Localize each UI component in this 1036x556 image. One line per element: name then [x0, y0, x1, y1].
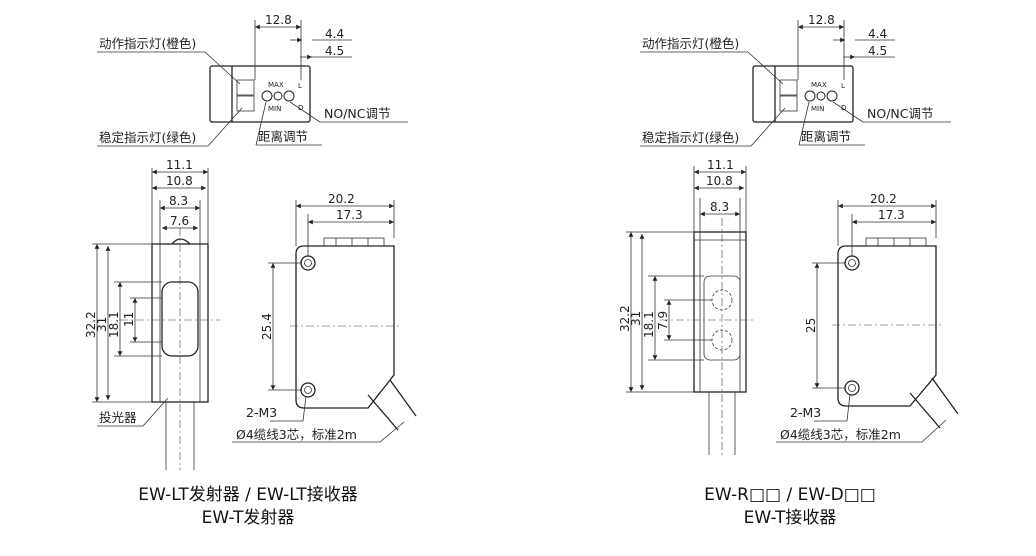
right-side-view: 20.2 17.3 25 2-M3 Ø4缆线3芯，标准2m — [776, 192, 959, 443]
left-dim-4-4: 4.4 — [325, 27, 344, 41]
right-dim-7-9: 7.9 — [656, 311, 670, 330]
left-stable-led-label: 稳定指示灯(绿色) — [99, 130, 196, 145]
left-dim-8-3: 8.3 — [169, 194, 188, 208]
left-l-label: L — [298, 82, 302, 90]
left-max-label: MAX — [268, 81, 284, 89]
left-dim-4-5: 4.5 — [325, 44, 344, 58]
left-top-view: MAX MIN L D 12.8 4.4 4.5 动作指示灯(橙色) 稳定指示灯… — [97, 13, 408, 147]
right-dim-31: 31 — [629, 311, 643, 326]
left-distance-label: 距离调节 — [258, 129, 308, 144]
right-cable-label: Ø4缆线3芯，标准2m — [780, 427, 901, 442]
left-dim-17-3: 17.3 — [336, 208, 363, 222]
right-dim-32-2: 32.2 — [618, 305, 632, 332]
right-dim-18-1: 18.1 — [642, 311, 656, 338]
right-dim-10-8: 10.8 — [706, 174, 733, 188]
right-top-view: MAX MIN L D 12.8 4.4 4.5 动作指示灯(橙色) 稳定指示灯… — [640, 13, 951, 147]
right-max-label: MAX — [811, 81, 827, 89]
left-drawing: MAX MIN L D 12.8 4.4 4.5 动作指示灯(橙色) 稳定指示灯… — [84, 13, 417, 528]
right-dim-4-5: 4.5 — [868, 44, 887, 58]
right-dim-17-3: 17.3 — [878, 208, 905, 222]
right-l-label: L — [841, 82, 845, 90]
right-dim-12-8: 12.8 — [808, 13, 835, 27]
left-dim-32-2: 32.2 — [84, 311, 98, 338]
left-front-view: 11.1 10.8 8.3 7.6 32.2 31 18.1 11 — [84, 158, 220, 470]
left-min-label: MIN — [268, 105, 281, 113]
left-dim-7-6: 7.6 — [170, 214, 189, 228]
right-nonc-label: NO/NC调节 — [867, 106, 933, 121]
right-distance-label: 距离调节 — [801, 129, 851, 144]
left-d-label: D — [298, 104, 303, 112]
right-caption-line1: EW-R□□ / EW-D□□ — [704, 485, 876, 505]
left-dim-31: 31 — [95, 317, 109, 332]
left-dim-11: 11 — [122, 312, 136, 327]
right-screw-label: 2-M3 — [790, 405, 821, 420]
left-cable-label: Ø4缆线3芯，标准2m — [236, 427, 357, 442]
left-dim-10-8: 10.8 — [166, 174, 193, 188]
left-emitter-label: 投光器 — [99, 410, 137, 425]
left-caption-line2: EW-T发射器 — [202, 508, 295, 528]
right-dim-25: 25 — [804, 318, 818, 333]
left-dim-12-8: 12.8 — [265, 13, 292, 27]
left-side-view: 20.2 17.3 25.4 2-M3 Ø4缆线3芯，标准2m — [232, 192, 417, 443]
right-stable-led-label: 稳定指示灯(绿色) — [642, 130, 739, 145]
right-dim-8-3: 8.3 — [710, 200, 729, 214]
right-dim-20-2: 20.2 — [870, 192, 897, 206]
right-dim-4-4: 4.4 — [868, 27, 887, 41]
right-caption-line2: EW-T接收器 — [744, 508, 837, 528]
left-nonc-label: NO/NC调节 — [324, 106, 390, 121]
left-screw-label: 2-M3 — [246, 405, 277, 420]
right-dim-11-1: 11.1 — [707, 158, 734, 172]
right-front-view: 11.1 10.8 8.3 32.2 31 18.1 7.9 — [618, 158, 756, 455]
right-drawing: MAX MIN L D 12.8 4.4 4.5 动作指示灯(橙色) 稳定指示灯… — [618, 13, 959, 528]
left-caption-line1: EW-LT发射器 / EW-LT接收器 — [138, 485, 358, 505]
left-action-led-label: 动作指示灯(橙色) — [99, 36, 196, 51]
left-dim-18-1: 18.1 — [107, 311, 121, 338]
left-dim-20-2: 20.2 — [328, 192, 355, 206]
right-action-led-label: 动作指示灯(橙色) — [642, 36, 739, 51]
right-min-label: MIN — [811, 105, 824, 113]
right-d-label: D — [841, 104, 846, 112]
left-dim-11-1: 11.1 — [166, 158, 193, 172]
left-dim-25-4: 25.4 — [260, 313, 274, 340]
